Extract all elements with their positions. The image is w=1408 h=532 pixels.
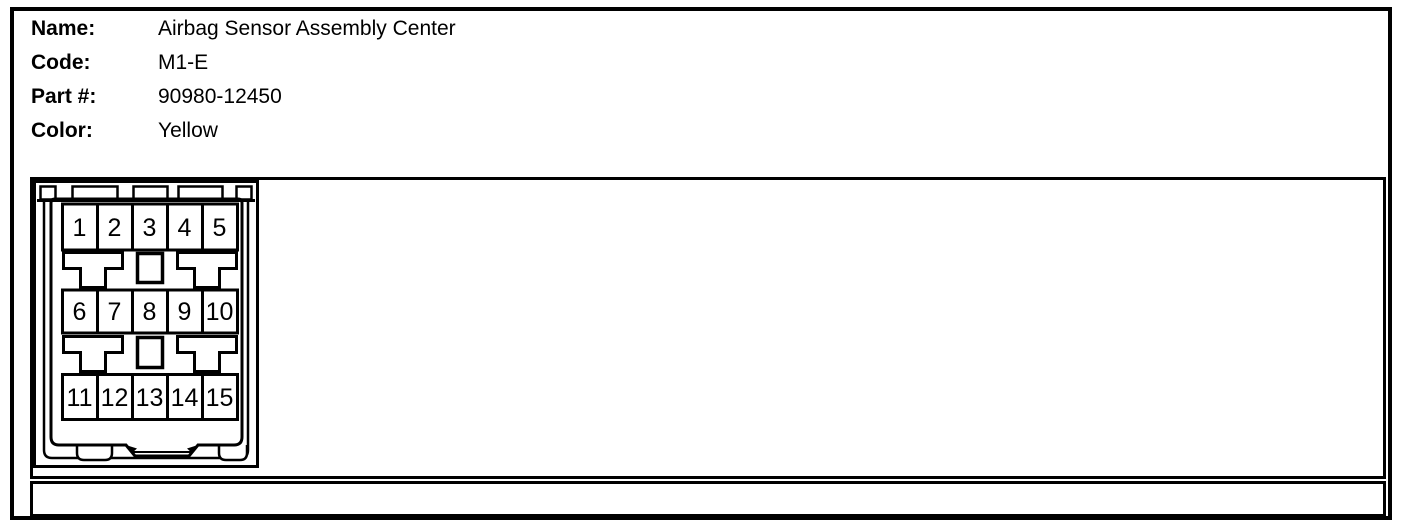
page-border-frame [10, 7, 1392, 520]
mounting-foot-left [75, 445, 114, 462]
notch-arrow-right-facing [126, 445, 137, 453]
pin-number: 6 [73, 298, 87, 326]
pin-number: 10 [206, 298, 234, 326]
code-value: M1-E [158, 51, 209, 74]
part-number-value: 90980-12450 [158, 85, 282, 108]
top-corner-tab-right [235, 185, 253, 201]
pin-number: 1 [73, 214, 87, 242]
name-value: Airbag Sensor Assembly Center [158, 17, 456, 40]
mounting-foot-right [217, 445, 249, 462]
keying-channel-t-right [176, 251, 238, 289]
pin-number: 9 [178, 298, 192, 326]
name-label: Name: [31, 17, 96, 40]
top-corner-tab-left [39, 185, 57, 201]
pin-number: 11 [67, 384, 93, 412]
pin-cell [96, 373, 134, 421]
keying-channel-t-left [62, 251, 124, 289]
empty-detail-panel [30, 481, 1386, 517]
keying-channel-t-right [176, 335, 238, 373]
keying-square-slot [135, 335, 165, 370]
pin-cell [201, 202, 239, 252]
connector-pinout-drawing: 1 2 3 4 5 6 7 8 9 10 11 12 13 14 15 [33, 180, 259, 468]
pin-number: 8 [143, 298, 157, 326]
pin-cell [201, 288, 239, 335]
connector-housing-outline [33, 180, 259, 468]
keying-square-slot [135, 251, 165, 285]
pin-number: 13 [136, 384, 164, 412]
notch-arrow-left-facing [187, 445, 198, 453]
color-value: Yellow [158, 119, 218, 142]
pin-number: 3 [143, 214, 157, 242]
pin-number: 14 [171, 384, 199, 412]
pin-number: 7 [108, 298, 122, 326]
pin-cell [61, 202, 99, 252]
code-label: Code: [31, 51, 91, 74]
keying-channel-t-left [62, 335, 124, 373]
part-number-label: Part #: [31, 85, 97, 108]
pin-cell [201, 373, 239, 421]
connector-body-outline [49, 197, 244, 458]
color-label: Color: [31, 119, 93, 142]
pin-number: 15 [206, 384, 234, 412]
pin-number: 4 [178, 214, 192, 242]
pin-number: 5 [213, 214, 227, 242]
pin-number: 2 [108, 214, 122, 242]
pin-number: 12 [101, 384, 129, 412]
